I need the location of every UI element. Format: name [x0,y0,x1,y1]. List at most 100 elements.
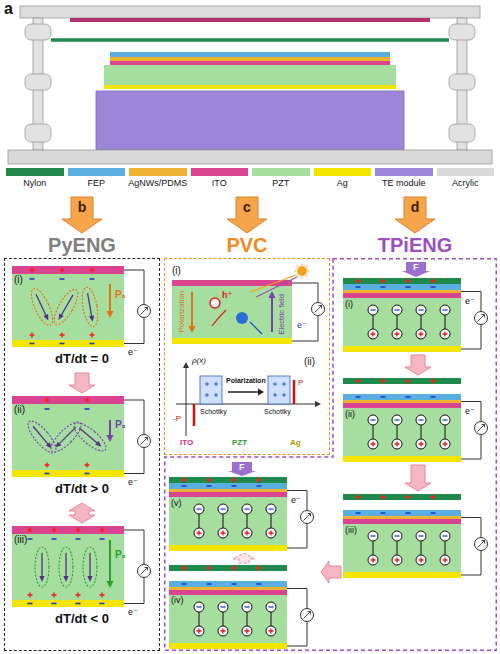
photovoltaic-stage [191,292,193,326]
band-diagram [258,389,264,396]
pyeng-stage [107,435,114,442]
legend-label: PZT [250,178,312,188]
block-arrow [233,553,255,563]
panel-title: TPiENG [333,234,497,257]
pyeng-stage [28,603,33,604]
pyeng-stage [28,593,33,598]
band-diagram [228,391,258,393]
pyeng-stage [90,268,95,273]
device-stack [104,85,396,89]
stage-cell: (v)Fe⁻ [168,462,320,552]
legend-label: Acrylic [435,178,497,188]
device-stack [449,124,475,142]
pyeng-stage [60,333,65,338]
panel-letter: d [410,200,421,215]
block-arrow [69,373,95,393]
legend-label: AgNWs/PDMS [127,178,189,188]
pyeng-stage [90,343,95,344]
pyeng-stage [70,419,110,455]
stage-cell: (ii)Pₛe⁻dT/dt > 0 [10,394,154,502]
pyeng-stage [60,343,65,344]
pyeng-stage [30,333,35,338]
tpieng-stage [402,262,430,277]
photovoltaic-stage [256,277,297,297]
legend-swatch [437,168,495,176]
band-diagram [200,376,222,404]
pyeng-stage [100,539,105,540]
pyeng-stage [12,396,151,477]
pyeng-stage [107,581,114,588]
pvc-panel: PVC(i)PolarizationElectric fieldh⁺e⁻(ii)… [164,234,330,455]
legend-swatch [68,168,126,176]
pyeng-stage [45,398,50,403]
legend-label: FEP [66,178,128,188]
electron-label: e⁻ [128,477,138,487]
band-diagram [186,368,187,436]
pyeng-stage [52,528,57,533]
stage-number: (i) [14,274,23,286]
electron-label: e⁻ [465,406,475,416]
device-stack [449,74,475,90]
tpieng-stage [169,477,314,551]
pyeng-stage [76,603,81,604]
pyeng-stage [100,603,105,604]
panel-title: PVC [164,234,330,257]
photovoltaic-stage [189,326,196,333]
legend-label: ITO [189,178,251,188]
pyeng-stage [30,268,35,273]
pyeng-stage [59,547,73,587]
photovoltaic-stage [295,264,310,279]
tpieng-stage [169,565,314,649]
pyeng-stage [83,547,97,587]
pyeng-stage [100,593,105,598]
pyeng-stage [60,268,65,273]
pyeng-stage [85,398,90,403]
stage-number: (ii) [14,404,25,416]
panel-frame [164,234,497,651]
pyeng-stage [12,266,151,347]
stage-number: (v) [171,498,182,508]
photovoltaic-stage [172,338,292,344]
tpieng-panel: TPiENG(i)Fe⁻(ii)e⁻(iii)(iv)(v)Fe⁻ [164,234,497,651]
pyeng-stage [12,396,151,477]
electron-label: e⁻ [291,495,301,505]
pyeng-stage [85,463,90,468]
device-stack [20,6,480,18]
pyeng-stage [45,463,50,468]
charge-label: -P [173,414,181,423]
condition-label: dT/dt = 0 [10,352,154,367]
panel-letter: c [242,200,252,215]
pyeng-stage [27,286,57,328]
device-stack [25,124,51,142]
pyeng-stage [109,420,111,436]
legend-label: Ag [312,178,374,188]
electron-label: e⁻ [297,320,307,330]
pyeng-stage [30,343,35,344]
force-label: F [413,262,419,272]
polarization-symbol: Pₛ [115,549,125,561]
condition-label: dT/dt > 0 [10,482,154,497]
band-diagram [193,404,196,426]
stage-number: (ii) [304,356,315,368]
pyeng-stage [85,409,90,410]
stage-cell: (iii) [342,492,494,580]
region-label: Schottky [264,408,291,416]
pyeng-stage [35,547,49,587]
polarization-symbol: Pₛ [115,289,125,301]
device-stack [449,24,475,40]
stage-number: (iv) [171,595,184,605]
device-stack [110,61,390,65]
electron-label: e⁻ [128,347,138,357]
photovoltaic-stage [210,298,220,308]
block-arrow [62,197,102,233]
pyeng-stage [28,528,33,533]
pyeng-stage [109,540,111,581]
pyeng-stage [80,286,101,328]
legend-label: TE module [373,178,435,188]
pyeng-stage [28,539,33,540]
pyeng-panel: PyENG(i)Pₛe⁻dT/dt = 0(ii)Pₛe⁻dT/dt > 0(i… [4,234,160,651]
charge-label: P [298,378,303,387]
axis-label: ρ(x) [192,356,206,365]
